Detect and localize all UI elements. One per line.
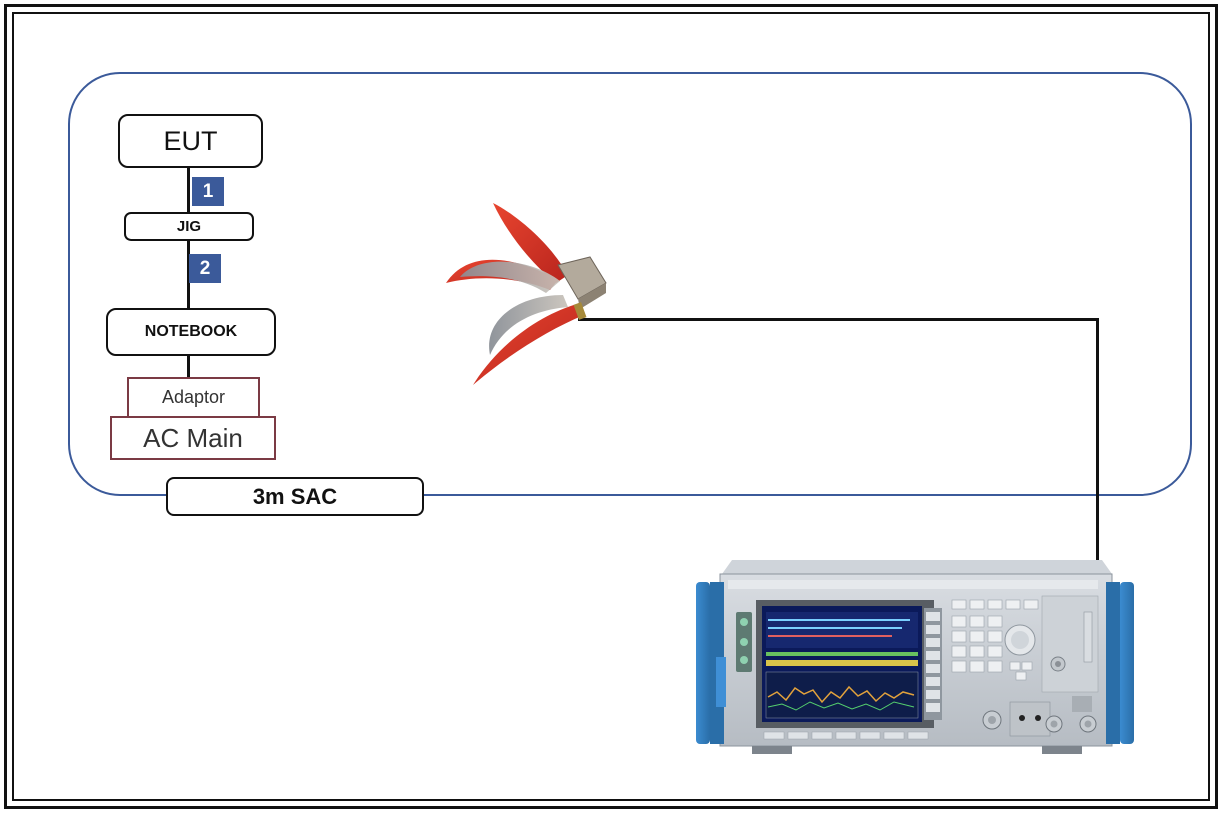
jig-box: JIG bbox=[124, 212, 254, 241]
chamber-label-box: 3m SAC bbox=[166, 477, 424, 516]
eut-label: EUT bbox=[163, 125, 218, 156]
ac-main-label: AC Main bbox=[143, 422, 243, 453]
rf-cable-horizontal bbox=[578, 318, 1099, 321]
cable-2-label: 2 bbox=[199, 257, 211, 279]
jig-label: JIG bbox=[176, 218, 202, 235]
chamber-label: 3m SAC bbox=[252, 483, 338, 509]
inner-frame bbox=[12, 12, 1210, 801]
chamber-boundary bbox=[68, 72, 1192, 496]
rf-cable-vertical bbox=[1096, 318, 1099, 720]
connection-notebook-adaptor bbox=[187, 356, 190, 377]
log-periodic-antenna-icon bbox=[446, 203, 607, 385]
notebook-box: NOTEBOOK bbox=[106, 308, 276, 356]
connection-eut-jig bbox=[187, 168, 190, 212]
adaptor-label: Adaptor bbox=[161, 387, 226, 407]
adaptor-box: Adaptor bbox=[127, 377, 260, 416]
connection-jig-notebook bbox=[187, 241, 190, 308]
outer-frame bbox=[4, 4, 1218, 809]
cable-1-badge: 1 bbox=[192, 177, 224, 206]
cable-1-label: 1 bbox=[202, 180, 214, 202]
emi-test-receiver-icon bbox=[696, 560, 1134, 754]
eut-box: EUT bbox=[118, 114, 263, 168]
ac-main-box: AC Main bbox=[110, 416, 276, 460]
cable-2-badge: 2 bbox=[189, 254, 221, 283]
notebook-label: NOTEBOOK bbox=[144, 323, 238, 340]
